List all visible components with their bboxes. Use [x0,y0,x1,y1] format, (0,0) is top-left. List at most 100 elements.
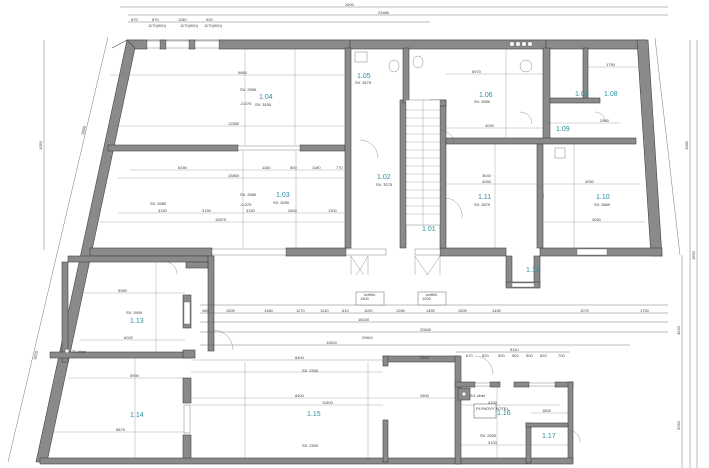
dim-label: 1480 [264,308,274,313]
dim-right-lower-b: 3250 [676,420,681,430]
dim-label: 500 [512,353,519,358]
dim-label: 18020 [358,317,370,322]
dim-label: 12580 [228,121,240,126]
dim-label: 1200 [422,296,432,301]
overall-dimensions: 2600 23480 870 870 1180 920 1170(900) 11… [7,2,698,468]
dim-label: 15575 [215,217,227,222]
room-1-16-sv: SV. 2900 [480,433,497,438]
dim-label: 11500 [326,340,338,345]
dim-label: 8400 [295,355,305,360]
dim-top-outer: 2600 [345,2,355,7]
boiler-label: PLYNOVÝ KOTEL [476,406,510,411]
dim-right-lower-a: 4520 [676,325,681,335]
dim-label: 4050 [482,179,492,184]
dim-label: 4100 [488,400,498,405]
dim-label: 1790 [606,62,616,67]
dim-label: 610 [342,308,349,313]
dim-label: 2980 [600,118,610,123]
dim-label: 4050 [585,179,595,184]
annotations: PLYNOVÝ KOTEL Tl. cihel 2/1 cihel světlí… [72,292,510,411]
dim-label: 700 [558,353,565,358]
dim-label: 3640 [482,173,492,178]
skylight-a [355,291,385,306]
room-1-13: 1.13 [130,318,144,325]
dim-label: 1800 [542,408,552,413]
dim-label: 1180 [178,17,187,22]
fixtures [354,41,566,419]
room-1-10-sv: SV. 2860 [594,202,611,207]
room-1-03-sv: SV. 3290 [273,200,290,205]
room-1-04: 1.04 [259,94,273,101]
dim-label: 29601 [362,335,374,340]
dim-label: 670 [466,353,473,358]
dim-label: 870 [152,17,159,22]
room-1-04-level: -0.070 [240,101,252,106]
dim-label: 3150 [246,208,256,213]
dim-label: 1500 [458,308,468,313]
room-1-16: 1.16 [497,410,511,417]
room-1-03-sv3: SV. 2980 [150,201,167,206]
dim-label: 1300 [328,208,338,213]
room-1-05: 1.05 [357,73,371,80]
dim-label: 2800 [420,393,430,398]
room-1-03-sv2: SV. 2980 [240,192,257,197]
dim-label: 1450 [492,308,502,313]
room-1-03: 1.03 [276,192,290,199]
toilet-icon [412,55,424,69]
dim-label: 5970 [472,69,482,74]
room-1-02-sv: SV. 3275 [376,182,393,187]
dim-label: 920 [206,17,213,22]
dim-right-lower-total: 1650 [691,250,696,260]
dim-left-slope-a: 3860 [80,125,87,136]
dim-label: 1280 [396,308,406,313]
room-1-11-sv: SV. 2870 [474,202,491,207]
dim-label: 5110 [510,347,519,352]
interior-dimension-lines [52,48,668,458]
dim-right-total: 1980 [684,140,689,150]
room-1-02: 1.02 [377,174,391,181]
room-1-01: 1.01 [422,226,436,233]
room-1-10: 1.10 [596,194,610,201]
room-1-06-sv: SV. 2950 [474,99,491,104]
dim-label: 1750 [640,308,650,313]
skylight-label-b: světlík [426,292,437,297]
dim-label: 770 [336,165,343,170]
dim-label: 2800 [420,355,430,360]
dim-label: 1170(900) [204,23,223,28]
dimension-labels: 9860 12580 5970 4040 1790 2980 6150 1180… [116,62,650,445]
dim-label: 3100 [488,440,498,445]
room-1-06: 1.06 [479,92,493,99]
room-1-15-sv2: SV. 2300 [302,443,319,448]
room-1-05-sv: SV. 3470 [355,80,372,85]
room-1-09: 1.09 [556,126,570,133]
skylight-label-a: světlík [364,292,375,297]
room-1-13-sv: SV. 2900 [126,310,143,315]
dim-label: 6875 [116,427,126,432]
dim-label: 9860 [238,70,248,75]
dim-label: 1180 [312,165,321,170]
room-1-17: 1.17 [542,433,556,440]
dim-label: 4050 [592,217,602,222]
dim-label: 1070 [580,308,590,313]
room-1-15-sv: SV. 2300 [302,368,319,373]
dim-label: 5900 [130,373,140,378]
dim-label: 820 [482,353,489,358]
dim-label: 820 [540,353,547,358]
dim-label: 3150 [158,208,168,213]
room-1-03-level: -0.070 [240,202,252,207]
room-1-11: 1.11 [478,194,491,201]
dim-label: 870 [131,17,138,22]
room-1-07: 1.07 [575,91,589,98]
dim-label: 1500 [226,308,236,313]
dim-label: 8400 [295,393,305,398]
dim-label: 1100 [364,308,373,313]
dim-label: 500 [498,353,505,358]
dim-left-upper: 1050 [38,140,43,150]
room-labels: 1.04 SV. 3150 SV. 2950 -0.070 1.05 SV. 3… [126,73,618,448]
room-1-14: 1.14 [130,412,144,419]
dim-label: 3150 [202,208,212,213]
dim-label: 1500 [360,296,370,301]
sink-icon [554,147,566,159]
chimney-label-2: 2/1 cihel [470,393,485,398]
dim-label: 1170(900) [148,23,167,28]
